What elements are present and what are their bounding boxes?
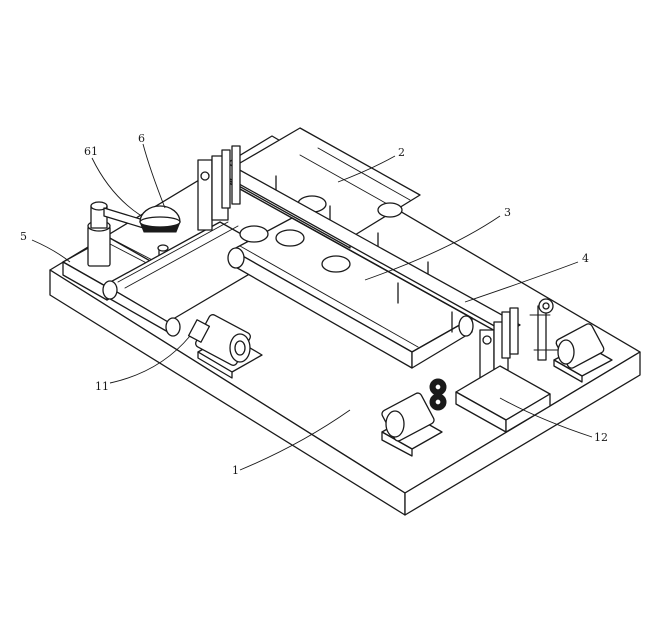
label-2: 2 [398, 146, 405, 159]
rear-right-post [529, 298, 561, 361]
label-3: 3 [504, 206, 511, 219]
right-block-12 [455, 365, 551, 433]
label-6: 6 [138, 132, 145, 145]
label-5: 5 [20, 230, 27, 243]
motor-11 [187, 314, 263, 379]
label-4: 4 [582, 252, 589, 265]
label-11: 11 [95, 380, 109, 393]
main-conveyor [227, 217, 474, 369]
motor-front [381, 392, 443, 457]
leader-lines [31, 143, 593, 471]
left-uprights [197, 145, 241, 231]
workpieces [239, 195, 403, 273]
label-12: 12 [594, 431, 608, 444]
reference-labels: 1 2 3 4 5 6 61 11 12 [20, 132, 608, 477]
motor-rear-right [553, 323, 613, 383]
dome-component [139, 205, 181, 233]
push-cylinder [87, 201, 161, 271]
label-1: 1 [232, 464, 239, 477]
label-61: 61 [84, 145, 98, 158]
gear-pair [429, 378, 447, 411]
